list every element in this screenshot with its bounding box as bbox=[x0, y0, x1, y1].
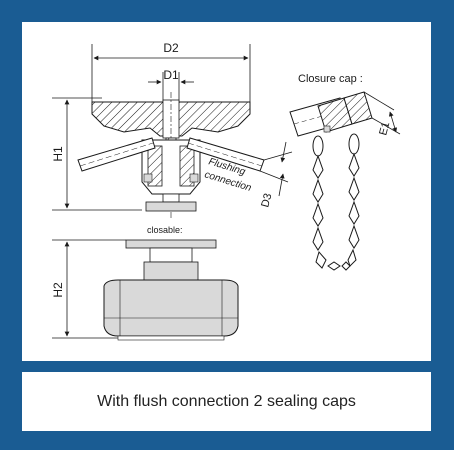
d3-dimension: D3 bbox=[259, 141, 293, 209]
drawing-panel: D2 D1 H1 bbox=[22, 22, 431, 361]
h2-dimension: H2 bbox=[51, 239, 126, 339]
technical-drawing: D2 D1 H1 bbox=[51, 41, 401, 341]
closable-knob: closable: bbox=[103, 225, 239, 341]
h2-label: H2 bbox=[51, 282, 65, 298]
closure-cap-drawing: Closure cap : E1 bbox=[289, 73, 401, 271]
closable-label: closable: bbox=[147, 225, 183, 235]
h1-dimension: H1 bbox=[51, 97, 142, 211]
caption-text: With flush connection 2 sealing caps bbox=[97, 392, 356, 410]
h1-label: H1 bbox=[51, 146, 65, 162]
d2-dimension: D2 bbox=[91, 41, 251, 102]
chain-left bbox=[312, 154, 341, 271]
d1-dimension: D1 bbox=[148, 68, 194, 102]
d1-label: D1 bbox=[163, 68, 179, 82]
closure-cap-title: Closure cap : bbox=[298, 73, 363, 85]
flange-body bbox=[91, 92, 251, 218]
d3-label: D3 bbox=[259, 192, 274, 209]
e1-label: E1 bbox=[377, 121, 392, 137]
caption-panel: With flush connection 2 sealing caps bbox=[22, 372, 431, 431]
d2-label: D2 bbox=[163, 41, 179, 55]
flushing-pipes bbox=[77, 137, 265, 172]
chain-right bbox=[341, 152, 360, 271]
